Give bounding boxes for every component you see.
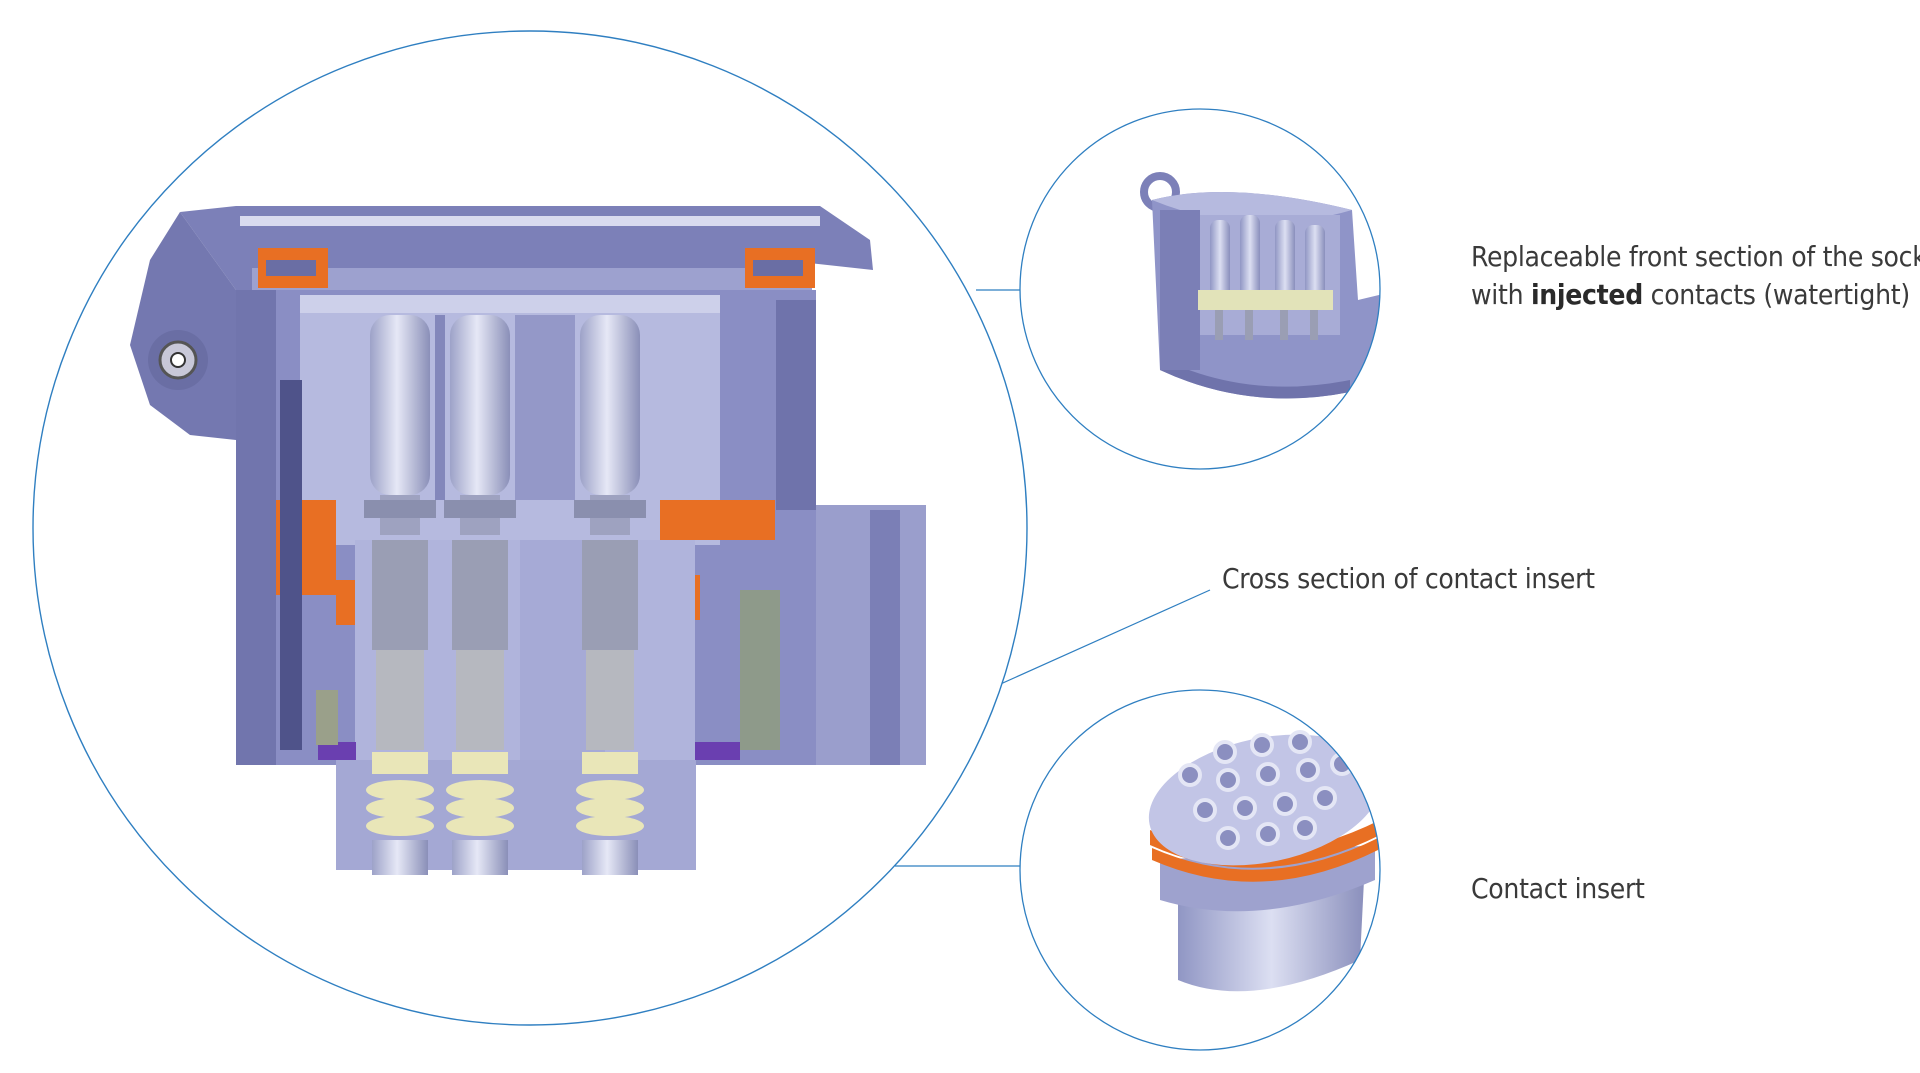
caption-line2-suffix: contacts (watertight) xyxy=(1650,278,1911,311)
front-section-render-icon xyxy=(1020,110,1380,469)
caption-line2-prefix: with xyxy=(1471,278,1524,311)
contact-pin-1 xyxy=(364,315,436,875)
caption-line2-bold: injected xyxy=(1530,278,1643,311)
connector-cross-section-icon xyxy=(33,31,1027,1025)
contact-insert-render-icon xyxy=(1020,690,1380,1050)
caption-front-section: Replaceable front section of the socket … xyxy=(1471,238,1920,314)
cross-section-outline xyxy=(32,30,1028,1026)
caption-front-section-line2: with injected contacts (watertight) xyxy=(1471,276,1920,314)
contact-pin-3 xyxy=(574,315,646,875)
front-section-outline xyxy=(1019,108,1381,470)
contact-insert-outline xyxy=(1019,689,1381,1051)
caption-cross-section: Cross section of contact insert xyxy=(1222,562,1595,595)
caption-front-section-line1: Replaceable front section of the socket xyxy=(1471,240,1920,273)
caption-contact-insert: Contact insert xyxy=(1471,872,1645,905)
contact-pin-2 xyxy=(444,315,516,875)
